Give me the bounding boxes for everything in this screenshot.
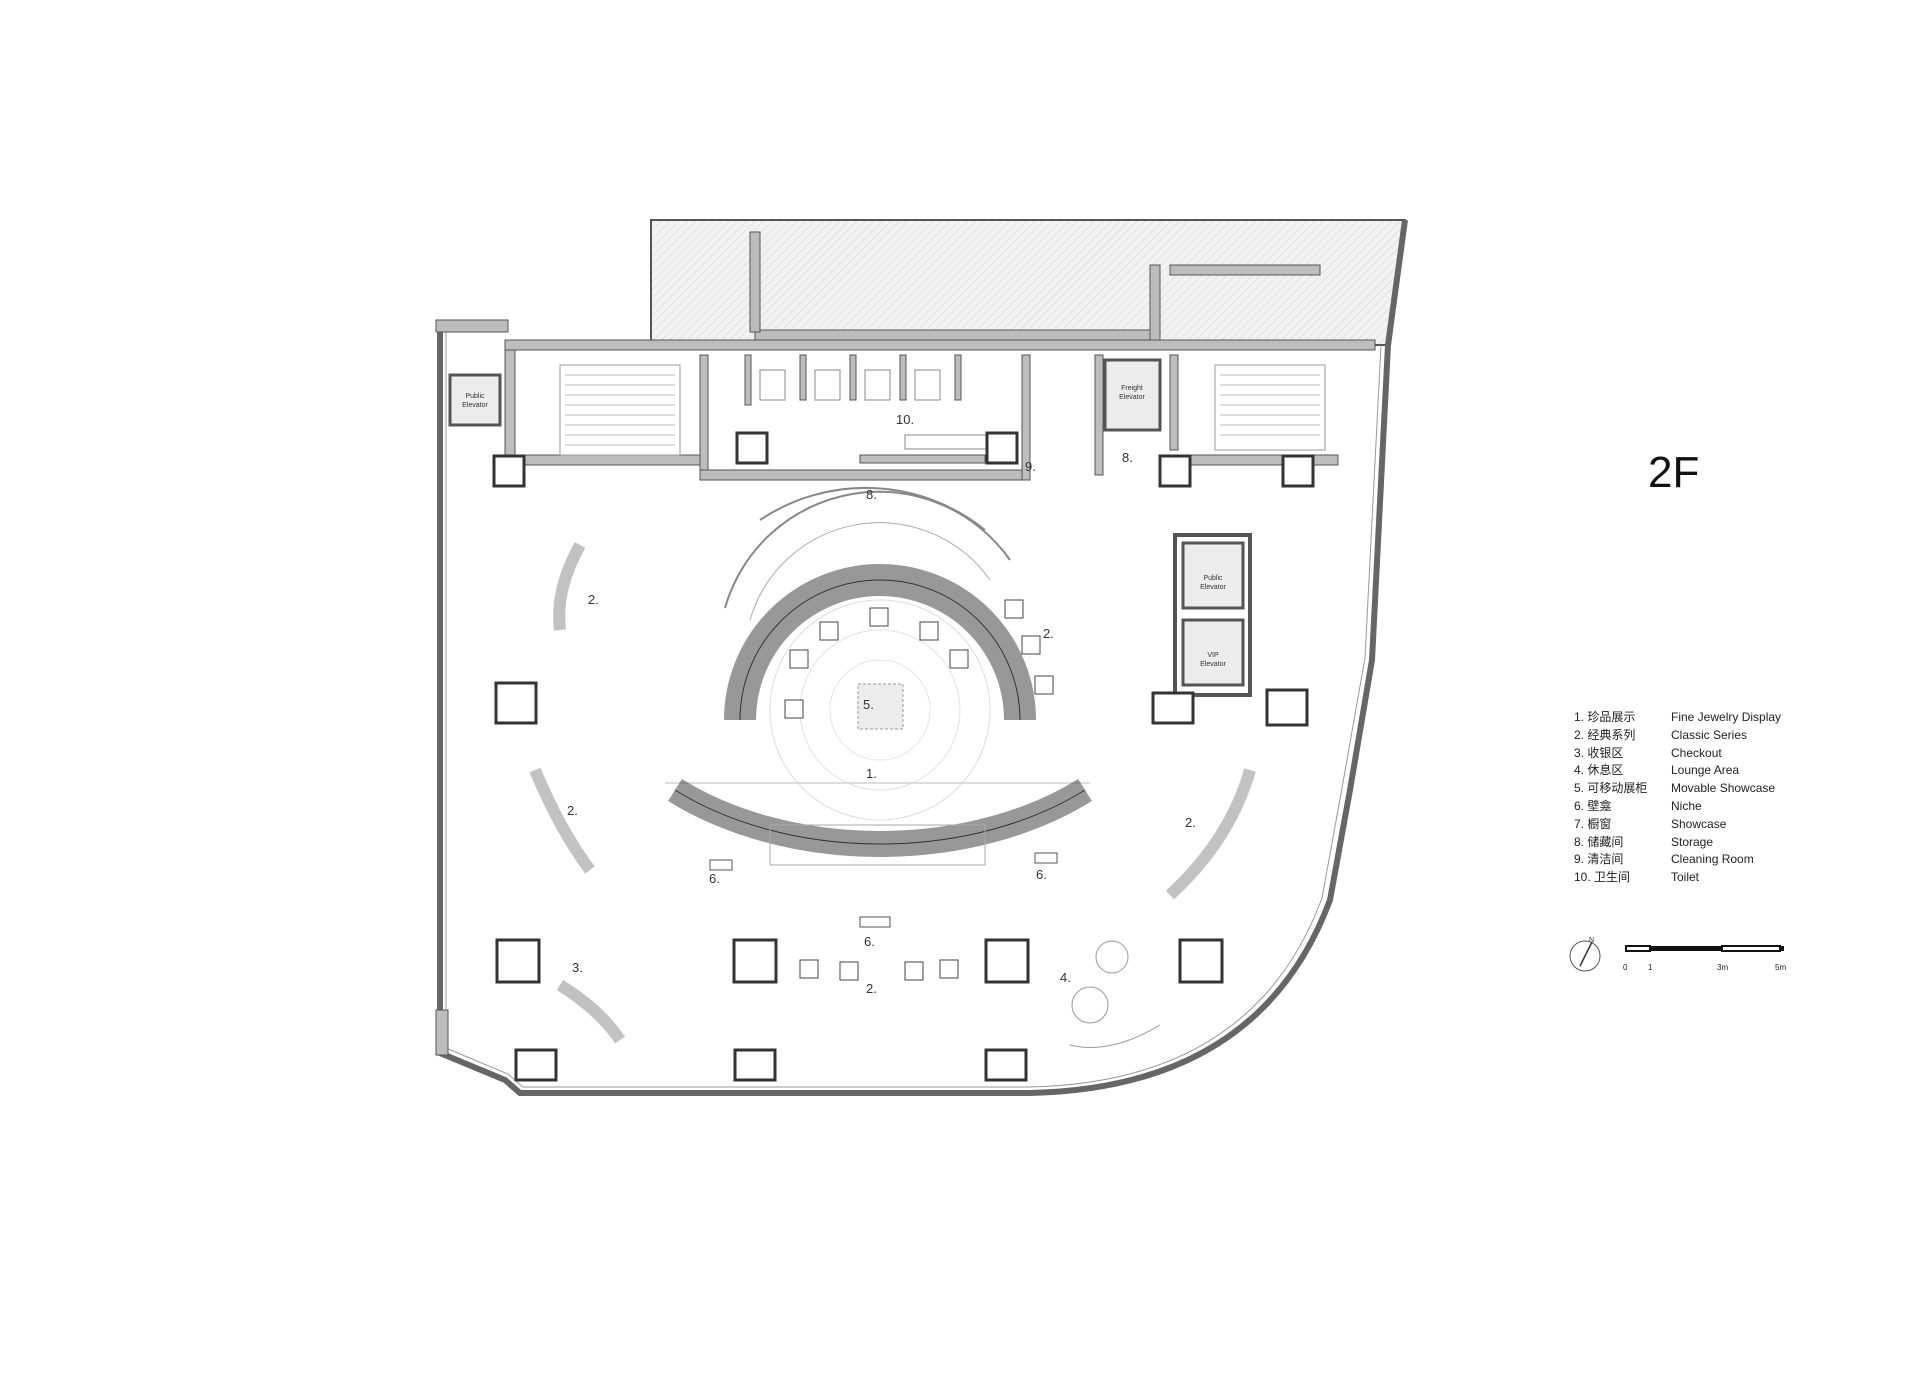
structural-columns [492,431,1315,1082]
niche-label: 6. [709,871,720,886]
lounge-furniture [1069,940,1161,1048]
stairs-left [559,364,681,456]
stairs-right [1214,364,1326,451]
svg-text:N: N [1589,937,1594,944]
classic-series-label: 2. [567,803,578,818]
back-of-house-zone [650,219,1407,346]
area-labels: 10. 9. 8. 8. 2. 2. 2. 2. 2. 1. 5. 6. 6. … [567,412,1196,996]
storage-label: 8. [1122,450,1133,465]
classic-series-label: 2. [866,981,877,996]
curved-staircase [724,486,1011,621]
scale-bar [1625,945,1784,952]
freight-elevator: Freight Elevator [1103,358,1162,432]
niche-label: 6. [864,934,875,949]
north-arrow: N [1569,937,1601,972]
fine-jewelry-fan [665,778,1092,866]
svg-text:Elevator: Elevator [1200,661,1226,668]
toilet-label: 10. [896,412,914,427]
lounge-label: 4. [1060,970,1071,985]
cleaning-room-label: 9. [1025,459,1036,474]
movable-showcase-label: 5. [863,697,874,712]
svg-text:Public: Public [1203,575,1223,582]
storage-arc-label: 8. [866,487,877,502]
fine-jewelry-label: 1. [866,766,877,781]
classic-series-label: 2. [1185,815,1196,830]
elevator-core-wall [1173,533,1252,697]
classic-series-label: 2. [1043,626,1054,641]
scale-label: 3m [1717,963,1729,972]
public-elevator-right: Public Elevator [1181,541,1245,610]
public-elevator-left: Public Elevator [448,373,502,427]
svg-text:Elevator: Elevator [1200,584,1226,591]
classic-series-label: 2. [588,592,599,607]
svg-text:Public: Public [465,393,485,400]
classic-series-showcases [529,542,1256,1044]
niche-panels [709,852,1058,928]
floor-title: 2F [1648,448,1700,497]
checkout-label: 3. [572,960,583,975]
outer-wall [435,219,1408,1096]
svg-text:Elevator: Elevator [462,402,488,409]
svg-text:VIP: VIP [1207,652,1219,659]
display-cases [784,599,1054,981]
svg-text:Elevator: Elevator [1119,394,1145,401]
scale-label: 5m [1775,963,1787,972]
svg-text:Freight: Freight [1121,385,1143,392]
niche-label: 6. [1036,867,1047,882]
vip-elevator: VIP Elevator [1181,618,1245,687]
service-corridor-walls [504,339,1376,481]
central-display-ring [724,564,1036,821]
scale-label: 0 [1623,963,1628,972]
scale-label: 1 [1648,963,1653,972]
